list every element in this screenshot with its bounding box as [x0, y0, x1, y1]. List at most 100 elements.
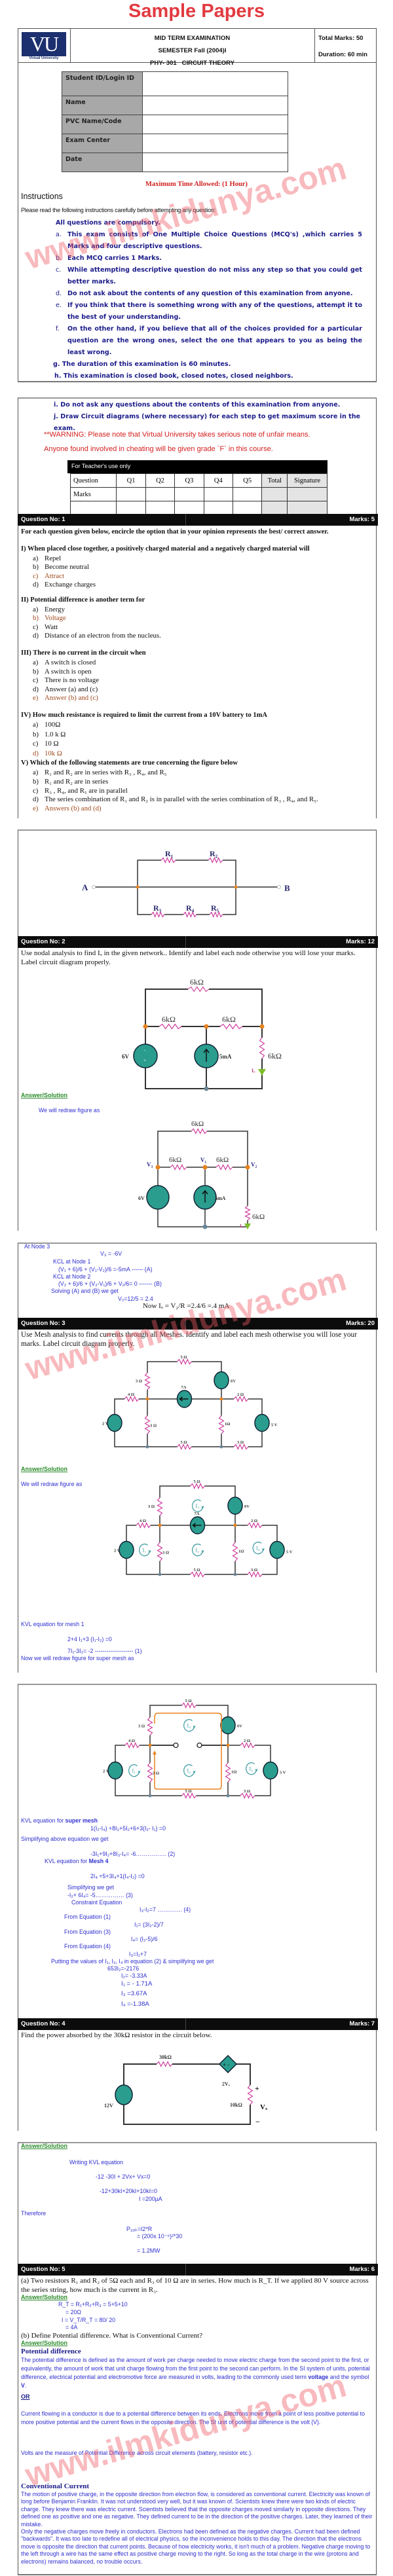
instruction-h: h. This examination is closed book, clos… [54, 372, 293, 380]
mcq-option[interactable]: b)Become neutral [33, 563, 89, 571]
option-text: 100Ω [45, 721, 61, 729]
mcq-question: III) There is no current in the circuit … [21, 649, 146, 657]
blank-cell [287, 501, 328, 515]
option-letter: a) [33, 659, 39, 666]
mcq-option[interactable]: a)Repel [33, 554, 61, 562]
result-i4: I₄ =-1.38A [121, 2001, 149, 2008]
blank-cell [69, 501, 117, 515]
option-letter: d) [33, 685, 39, 693]
mcq-option-correct[interactable]: e) Answer (b) and (c) [33, 694, 98, 702]
answer-label: Answer/Solution [21, 1092, 68, 1098]
mcq-option[interactable]: b)A switch is open [33, 667, 92, 676]
sol-line: I = V_T/R_T = 80/ 20 [62, 2317, 115, 2323]
question-marks: Marks: 20 [346, 1320, 375, 1327]
option-letter: c) [33, 786, 39, 795]
form-label: Exam Center [62, 134, 143, 153]
q1-figure-box [18, 829, 377, 936]
bold-text: V [21, 2382, 25, 2389]
instruction-j: j. Draw Circuit diagrams (where necessar… [54, 413, 361, 432]
mcq-option[interactable]: a)A switch is closed [33, 659, 96, 666]
option-letter: c) [33, 623, 39, 631]
cc-paragraph-2: Only the negative charges move freely in… [21, 2528, 371, 2565]
q4-text: Find the power absorbed by the 30kΩ resi… [21, 2031, 212, 2039]
teacher-use-table: For Teacher's use only Question Q1 Q2 Q3… [67, 460, 328, 515]
exam-center-field[interactable] [142, 134, 288, 153]
item-text: Do not ask about the contents of any que… [67, 290, 353, 297]
mcq-option[interactable]: c)Watt [33, 623, 58, 631]
mcq-option[interactable]: b)R₁ and R₂ are in series [33, 778, 108, 786]
mcq-option[interactable]: b)1.0 k Ω [33, 731, 66, 738]
instructions-box-2 [18, 397, 377, 514]
sol-line: From Equation (1) [64, 1914, 111, 1920]
mcq-question: II) Potential difference is another term… [21, 596, 145, 604]
mcq-option[interactable]: d) Answer (a) and (c) [33, 685, 98, 693]
question-2-body [18, 948, 377, 1231]
mcq-option[interactable]: d)The series combination of R₁ and R₂ is… [33, 795, 318, 803]
question-marks: Marks: 6 [349, 2266, 375, 2273]
mcq-option[interactable]: a)100Ω [33, 721, 60, 729]
option-letter: b) [33, 667, 39, 676]
sol-line: Simplifying we get [67, 1884, 114, 1891]
sol-line: Writing KVL equation [69, 2159, 124, 2166]
banner-title: Sample Papers [128, 1, 265, 22]
blank-cell [116, 501, 146, 515]
teacher-table-title: For Teacher's use only [67, 460, 328, 473]
col-header: Q4 [203, 473, 234, 488]
mcq-option-correct[interactable]: b)Voltage [33, 614, 66, 622]
mcq-option[interactable]: a)R₁ and R₂ are in series with R₃ , R₄, … [33, 769, 166, 776]
option-text: Exchange charges [45, 581, 96, 589]
result-i2: I₂= -3.33A [121, 1972, 147, 1979]
text: and the symbol [328, 2374, 369, 2380]
label-bold: super mesh [65, 1817, 98, 1824]
mcq-option[interactable]: c)There is no voltage [33, 676, 99, 684]
option-text: Answer (b) and (c) [45, 694, 98, 702]
option-text: 10 Ω [45, 740, 59, 748]
blank-cell [174, 501, 204, 515]
warning-line-2: Anyone found involved in cheating will b… [44, 445, 273, 453]
mcq-option[interactable]: c)R₃ , R₄, and R₅ are in parallel [33, 786, 128, 795]
mcq-option[interactable]: c) 10 Ω [33, 740, 59, 748]
q5-part-b: (b) Define Potential difference. What is… [21, 2332, 202, 2340]
q5-part-a: (a) Two resistors R₁ and R₂ of 5Ω each a… [21, 2277, 369, 2294]
blank-cell [261, 501, 288, 515]
marks-cell [203, 487, 234, 501]
logo-cell: VU Virtual University [18, 29, 71, 62]
col-header: Q1 [116, 473, 146, 488]
sol-line: KCL at Node 2 [53, 1273, 91, 1280]
item-letter: f. [56, 325, 60, 333]
mesh1-eq: 2+4 I₁+3 (I₁-I₂) =0 [67, 1636, 112, 1642]
mcq-option[interactable]: d)Exchange charges [33, 581, 96, 589]
name-field[interactable] [142, 96, 288, 115]
mesh4-title: KVL equation for Mesh 4 [45, 1858, 108, 1864]
option-letter: e) [33, 805, 39, 813]
sol-line: At Node 3 [24, 1243, 50, 1250]
mcq-option-correct[interactable]: d)10k Ω [33, 750, 62, 757]
instructions-heading: Instructions [21, 192, 63, 201]
warning-line-1: **WARNING: Please note that Virtual Univ… [44, 431, 310, 439]
mcq-option[interactable]: a)Energy [33, 606, 65, 613]
student-id-field[interactable] [142, 71, 288, 96]
sol-line: = 20Ω [66, 2309, 81, 2315]
sol-line: I =200µA [139, 2196, 162, 2202]
option-text: Distance of an electron from the nucleus… [45, 632, 161, 640]
option-text: Answer (a) and (c) [45, 685, 98, 693]
mcq-option[interactable]: d)Distance of an electron from the nucle… [33, 632, 161, 640]
mcq-option-correct[interactable]: e)Answers (b) and (d) [33, 805, 102, 813]
student-info-form: Student ID/Login ID Name PVC Name/Code E… [62, 71, 288, 172]
item-text: While attempting descriptive question do… [67, 266, 362, 285]
supermesh-intro: Now we will redraw figure for super mesh… [21, 1655, 134, 1661]
supermesh-title: KVL equation for super mesh [21, 1817, 98, 1824]
option-letter: e) [33, 694, 39, 702]
option-letter: c) [33, 740, 39, 748]
question-title: Question No: 5 [21, 2266, 66, 2273]
vu-logo: VU [22, 32, 66, 56]
col-header: Q3 [174, 473, 204, 488]
redraw-note: We will redraw figure as [39, 1107, 100, 1114]
mcq-option-correct[interactable]: c)Attract [33, 572, 64, 580]
date-field[interactable] [142, 153, 288, 172]
question-title: Question No: 1 [21, 516, 66, 523]
option-text: There is no voltage [45, 676, 100, 685]
pvc-field[interactable] [142, 115, 288, 134]
